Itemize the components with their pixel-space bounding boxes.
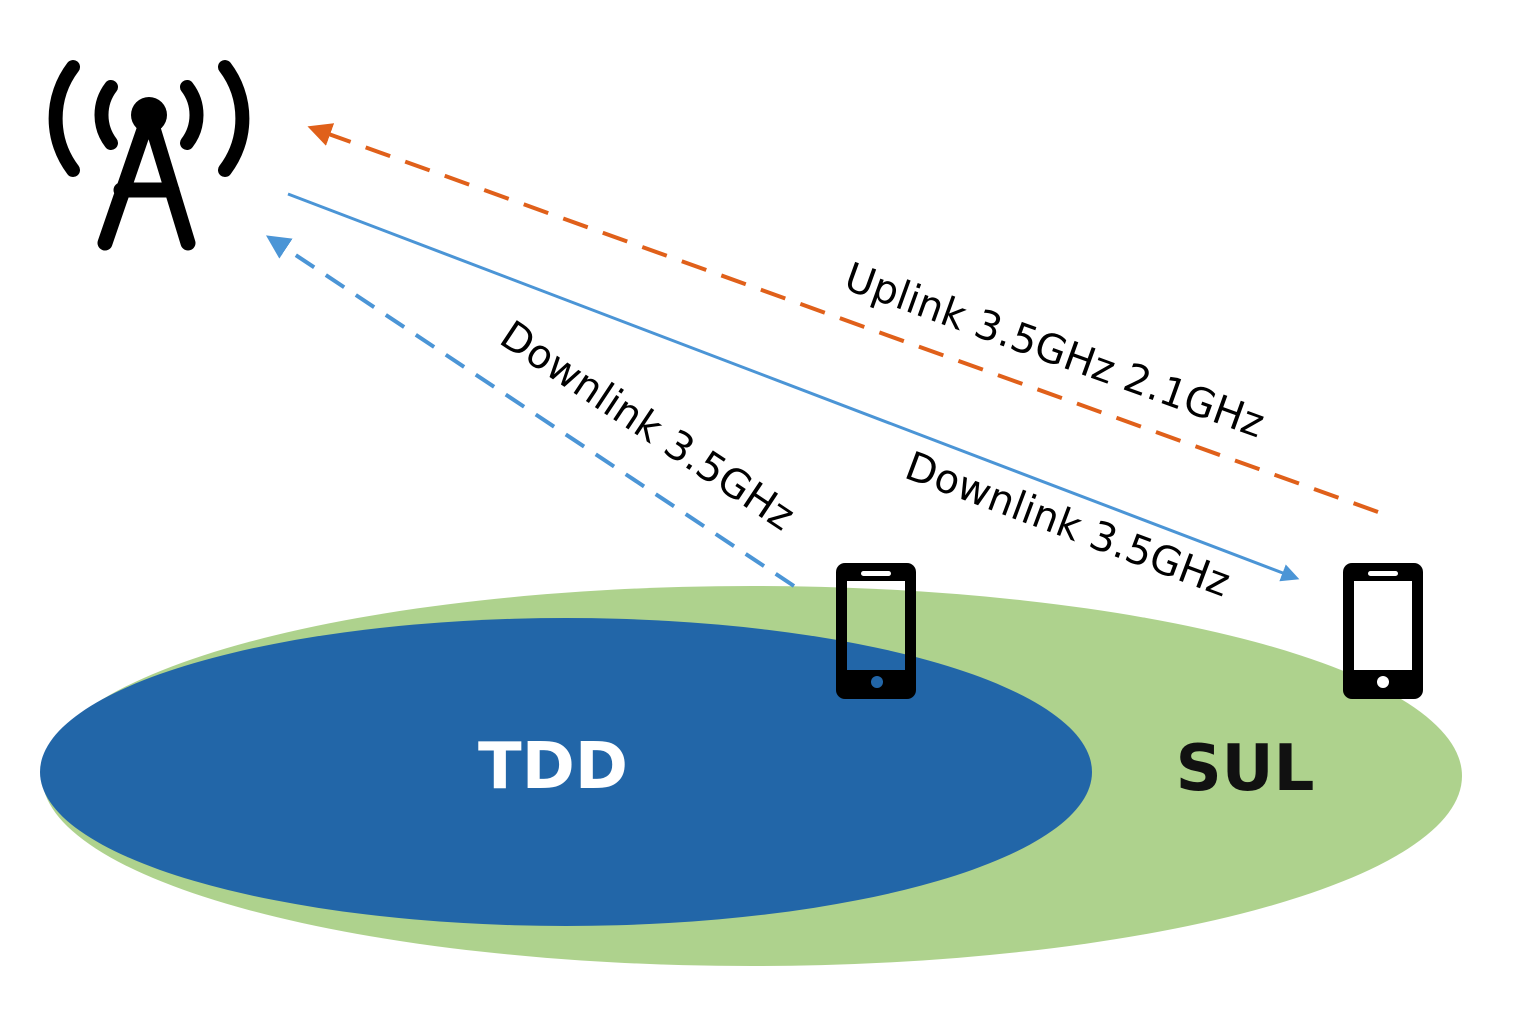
- tdd-area-label: TDD: [478, 730, 628, 804]
- downlink-label-sul: Downlink 3.5GHz: [899, 443, 1236, 606]
- downlink-label-tdd: Downlink 3.5GHz: [492, 312, 803, 540]
- smartphone-icon: [1343, 563, 1423, 699]
- downlink-arrow-tdd: [266, 235, 796, 588]
- cell-tower-icon: [48, 60, 250, 251]
- tdd-coverage-area: [40, 618, 1092, 926]
- smartphone-icon: [836, 563, 916, 699]
- phone-screen: [847, 581, 905, 670]
- uplink-label: Uplink 3.5GHz 2.1GHz: [839, 254, 1271, 447]
- sul-area-label: SUL: [1176, 732, 1315, 806]
- downlink-arrow-sul: [287, 192, 1300, 582]
- uplink-arrow: [307, 123, 1379, 514]
